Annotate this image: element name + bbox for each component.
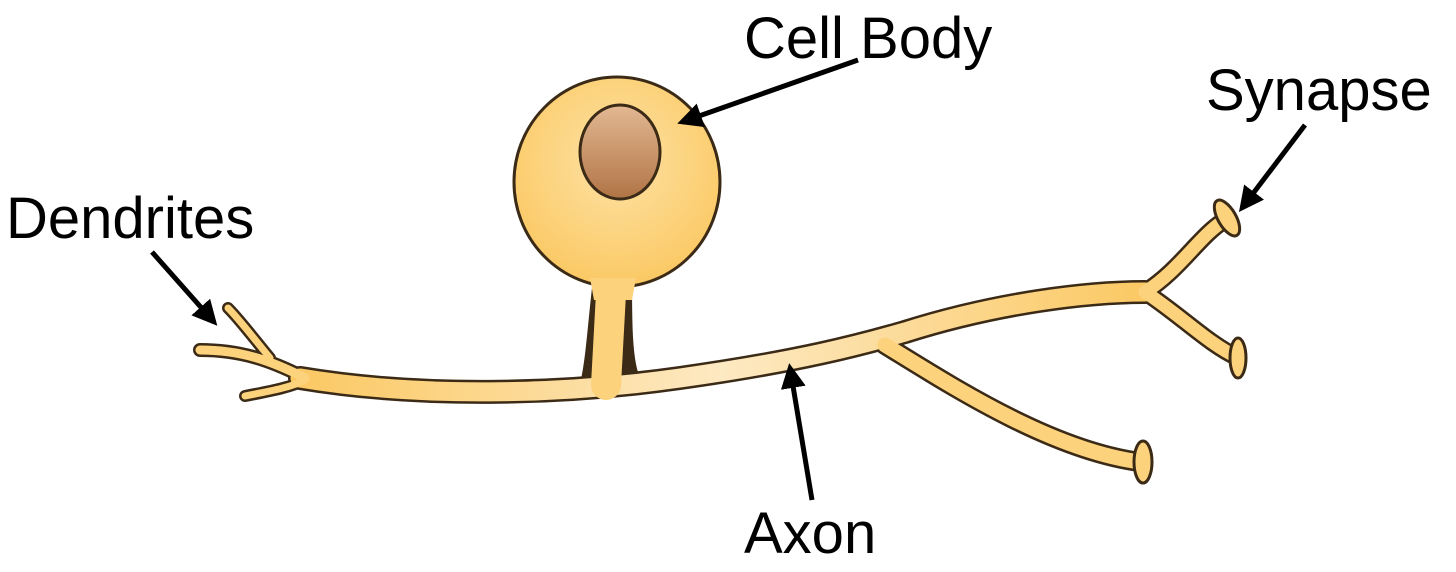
dendrites-label: Dendrites xyxy=(6,186,255,251)
axon-arrow xyxy=(780,363,815,501)
synapse-label: Synapse xyxy=(1206,58,1432,123)
dendrites-arrow xyxy=(150,250,218,326)
neuron-fill xyxy=(195,213,1244,470)
neuron-outline xyxy=(193,211,1246,472)
synapse-arrow xyxy=(1238,123,1307,212)
axon-terminal xyxy=(1212,198,1242,238)
cell-body-arrow xyxy=(677,57,859,128)
axon-label: Axon xyxy=(744,501,877,566)
nucleus xyxy=(578,103,662,201)
label-arrows xyxy=(150,57,1307,501)
axon-terminal xyxy=(1228,336,1248,380)
axon-terminal xyxy=(1132,439,1154,485)
cell-body-label: Cell Body xyxy=(744,6,993,71)
